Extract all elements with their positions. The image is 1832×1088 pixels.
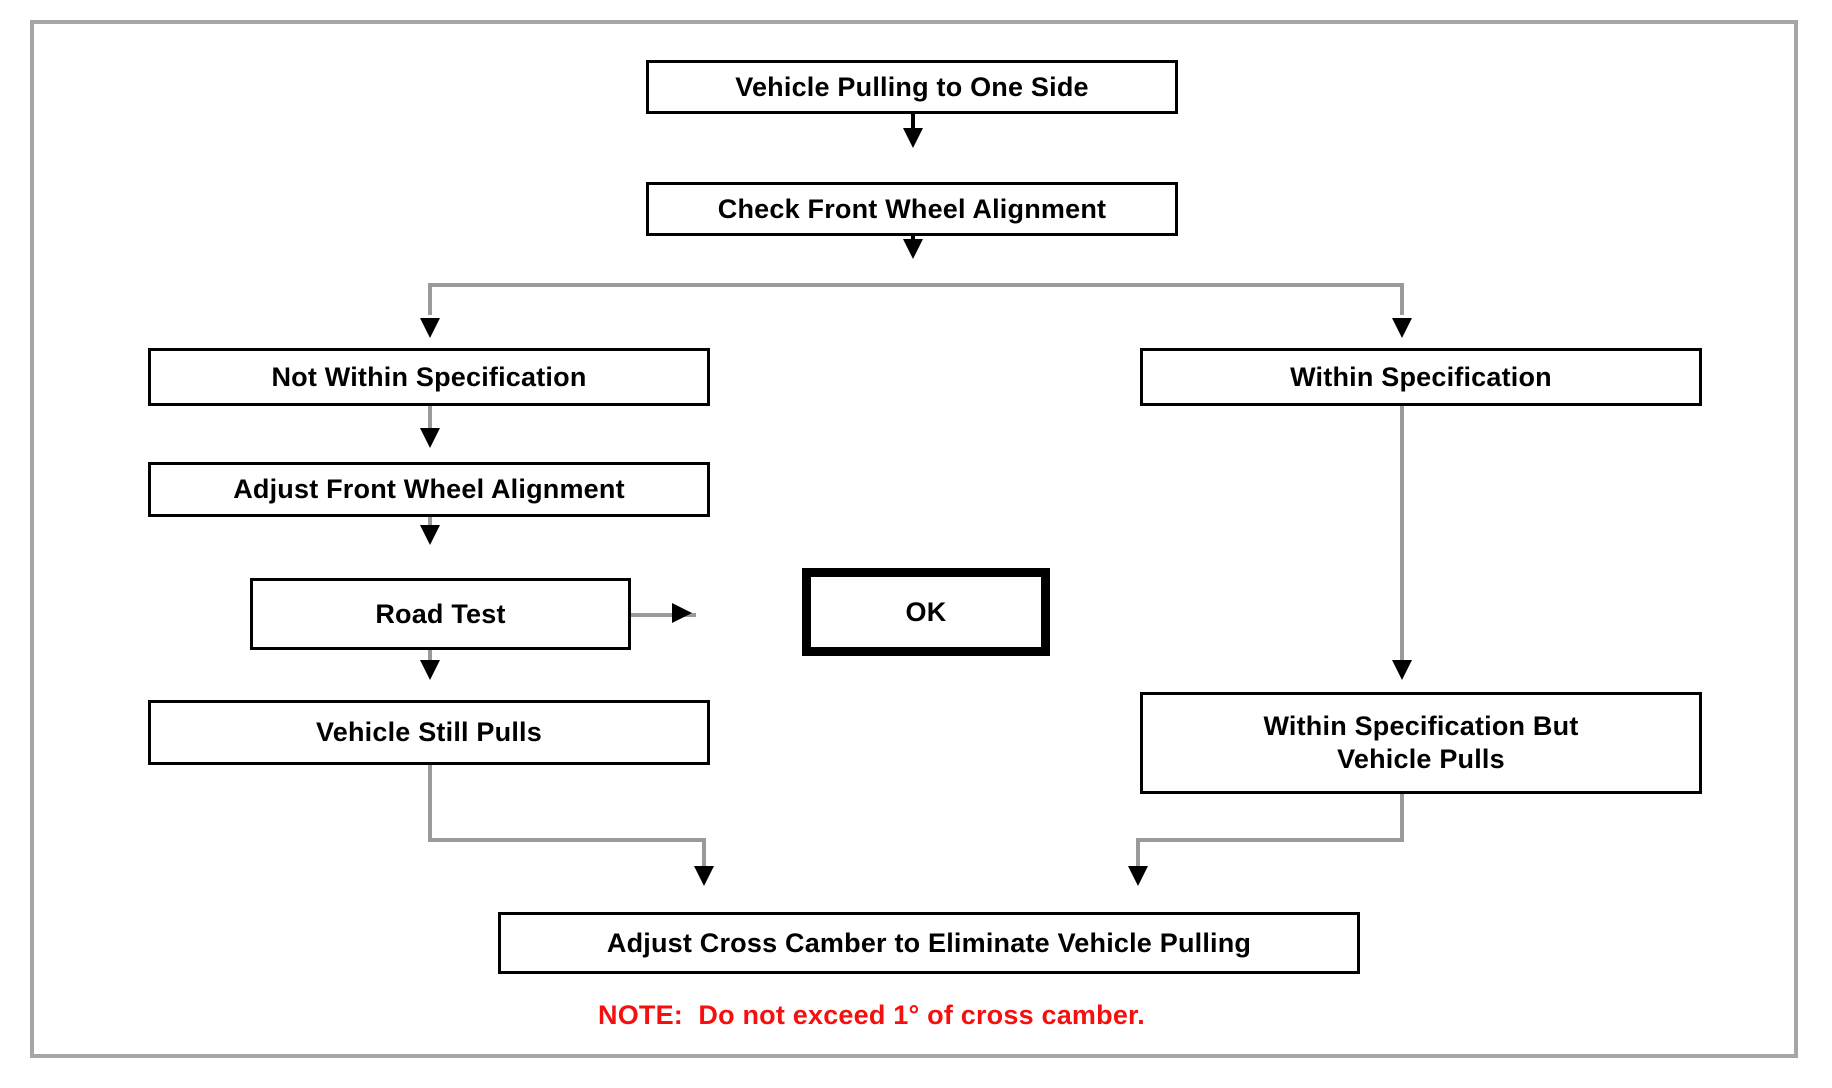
connector-but-pulls-to-camber — [1136, 838, 1140, 874]
connector-but-pulls-left — [1136, 838, 1404, 842]
arrowhead-adjust-alignment — [420, 428, 440, 448]
connector-not-within-spec-to-adjust — [428, 406, 432, 438]
connector-still-pulls-down — [428, 763, 432, 842]
node-within-specification[interactable]: Within Specification — [1140, 348, 1702, 406]
node-within-specification-but-vehicle-pulls[interactable]: Within Specification But Vehicle Pulls — [1140, 692, 1702, 794]
diagram-outer-frame — [30, 20, 1798, 1058]
node-road-test[interactable]: Road Test — [250, 578, 631, 650]
arrowhead-camber-right — [1128, 866, 1148, 886]
node-vehicle-pulling-to-one-side[interactable]: Vehicle Pulling to One Side — [646, 60, 1178, 114]
node-adjust-cross-camber[interactable]: Adjust Cross Camber to Eliminate Vehicle… — [498, 912, 1360, 974]
connector-but-pulls-down — [1400, 791, 1404, 842]
connector-split-bus — [428, 283, 1404, 287]
arrowhead-start-to-check — [903, 128, 923, 148]
node-not-within-specification[interactable]: Not Within Specification — [148, 348, 710, 406]
connector-bus-to-not-within-spec — [428, 283, 432, 315]
arrowhead-road-test — [420, 525, 440, 545]
connector-still-pulls-right — [428, 838, 706, 842]
node-vehicle-still-pulls[interactable]: Vehicle Still Pulls — [148, 700, 710, 765]
arrowhead-still-pulls — [420, 660, 440, 680]
arrowhead-check-down — [903, 239, 923, 259]
connector-adjust-to-road-test — [428, 503, 432, 535]
connector-road-test-to-still-pulls — [428, 638, 432, 672]
arrowhead-ok — [672, 603, 692, 623]
arrowhead-not-within-spec — [420, 318, 440, 338]
connector-start-to-check — [911, 109, 915, 137]
connector-within-spec-to-but-pulls — [1400, 406, 1404, 672]
node-adjust-front-wheel-alignment[interactable]: Adjust Front Wheel Alignment — [148, 462, 710, 517]
arrowhead-within-but-pulls — [1392, 660, 1412, 680]
arrowhead-camber-left — [694, 866, 714, 886]
arrowhead-within-spec — [1392, 318, 1412, 338]
node-ok[interactable]: OK — [802, 568, 1050, 656]
node-check-front-wheel-alignment[interactable]: Check Front Wheel Alignment — [646, 182, 1178, 236]
note-cross-camber-limit: NOTE: Do not exceed 1° of cross camber. — [598, 1000, 1145, 1030]
connector-still-pulls-to-camber — [702, 838, 706, 874]
connector-bus-to-within-spec — [1400, 283, 1404, 315]
